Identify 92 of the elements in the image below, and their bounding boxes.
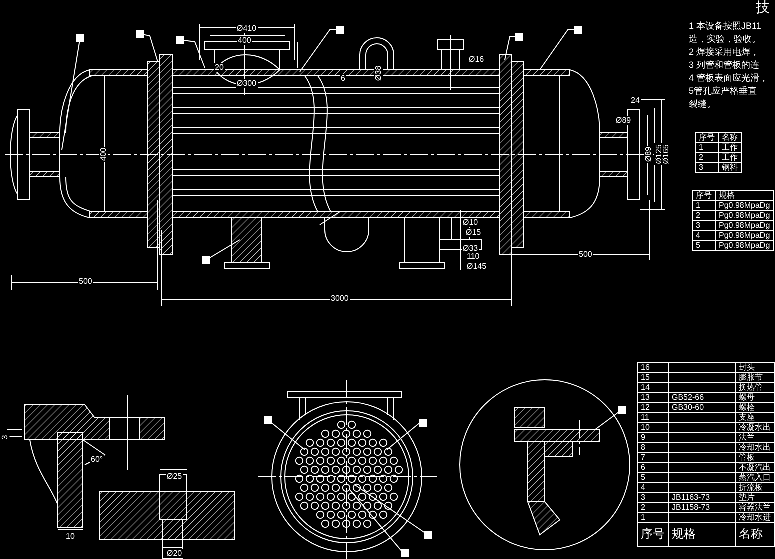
table-cell: 3 — [692, 220, 716, 230]
note-text: 2 焊接采用电焊， — [689, 46, 760, 59]
dimension-text: Ø89 — [615, 116, 632, 125]
dimension-text: 3 — [0, 434, 10, 441]
table-cell: 名称 — [736, 522, 774, 546]
table-cell: 6 — [638, 462, 668, 472]
table-cell: GB52-66 — [668, 392, 736, 402]
note-text: 裂缝。 — [689, 98, 716, 111]
table-cell: 序号 — [638, 522, 668, 546]
table-cell: 冷凝水出 — [736, 422, 774, 432]
table-cell: 12 — [638, 402, 668, 412]
table-cell: 膨胀节 — [736, 372, 774, 382]
table-cell: Pg0.98MpaDg — [716, 240, 774, 250]
dimension-text: 20 — [214, 63, 225, 72]
dimension-text: Ø410 — [236, 24, 258, 33]
dimension-text: Ø16 — [468, 55, 486, 64]
note-text: 5管孔应严格垂直 — [689, 85, 758, 98]
table-cell: 4 — [638, 482, 668, 492]
table-cell: 冷却水出 — [736, 442, 774, 452]
dimension-text: Ø25 — [166, 472, 184, 481]
table-cell: Pg0.98MpaDg — [716, 230, 774, 240]
table-cell: 2 — [696, 152, 718, 162]
dimension-text: Ø20 — [166, 549, 184, 558]
dimension-text: Ø15 — [465, 228, 482, 237]
dimension-text: Ø33 — [462, 244, 480, 253]
dimension-text: Ø165 — [661, 144, 670, 166]
table-cell: 15 — [638, 372, 668, 382]
table-cell: 支座 — [736, 412, 774, 422]
table-cell: 5 — [638, 472, 668, 482]
table-cell: 规格 — [716, 190, 774, 200]
table-cell: 蒸汽入口 — [736, 472, 774, 482]
table-cell: 3 — [638, 492, 668, 502]
dimension-text: 500 — [78, 277, 94, 286]
note-text: 造，实验，验收。 — [689, 33, 761, 46]
table-cell: 换热管 — [736, 382, 774, 392]
table-cell: 序号 — [696, 132, 718, 142]
table-cell: 16 — [638, 362, 668, 372]
table-cell: 5 — [692, 240, 716, 250]
table-cell: 冷却水进 — [736, 512, 774, 522]
dimension-text: Ø145 — [466, 262, 488, 271]
table-cell: 8 — [638, 442, 668, 452]
table-cell: 2 — [692, 210, 716, 220]
table-cell: 垫片 — [736, 492, 774, 502]
table-cell: 1 — [638, 512, 668, 522]
table-cell: 7 — [638, 452, 668, 462]
note-text: 1 本设备按照JB11 — [689, 20, 762, 33]
table-cell: GB30-60 — [668, 402, 736, 412]
table-cell: 折流板 — [736, 482, 774, 492]
table-cell: 管板 — [736, 452, 774, 462]
note-text: 4 管板表面应光滑， — [689, 72, 769, 85]
note-text: 3 列管和管板的连 — [689, 59, 760, 72]
title-text: 技 — [756, 1, 770, 14]
table-cell: 工作 — [718, 152, 742, 162]
table-cell: 1 — [692, 200, 716, 210]
table-cell: 14 — [638, 382, 668, 392]
table-cell: Pg0.98MpaDg — [716, 210, 774, 220]
dimension-text: Ø38 — [374, 64, 384, 82]
table-cell: 规格 — [668, 522, 736, 546]
table-cell: Pg0.98MpaDg — [716, 200, 774, 210]
table-cell: 4 — [692, 230, 716, 240]
dimension-text: 400 — [99, 146, 108, 162]
dimension-text: 6 — [340, 74, 346, 83]
table-cell: 容器法兰 — [736, 502, 774, 512]
angle-text: 60° — [90, 455, 104, 464]
table-cell: 钢料 — [718, 162, 742, 172]
table-cell: 名称 — [718, 132, 742, 142]
table-cell: 11 — [638, 412, 668, 422]
dimension-text: 10 — [65, 532, 76, 541]
table-cell: 1 — [696, 142, 718, 152]
table-cell: 法兰 — [736, 432, 774, 442]
dimension-text: 500 — [578, 250, 594, 259]
table-cell: 13 — [638, 392, 668, 402]
dimension-text: Ø300 — [236, 79, 258, 88]
dimension-text: 110 — [466, 252, 481, 261]
table-cell: JB1163-73 — [668, 492, 736, 502]
dimension-text: Ø89 — [644, 146, 654, 164]
table-cell: Pg0.98MpaDg — [716, 220, 774, 230]
dimension-text: 24 — [630, 96, 641, 105]
dimension-text: Ø10 — [462, 218, 480, 227]
table-cell: 螺栓 — [736, 402, 774, 412]
table-cell: 封头 — [736, 362, 774, 372]
table-cell: 10 — [638, 422, 668, 432]
table-cell: 3 — [696, 162, 718, 172]
table-cell: 2 — [638, 502, 668, 512]
table-cell: 螺母 — [736, 392, 774, 402]
dimension-text: 3000 — [330, 294, 350, 303]
table-cell: 序号 — [692, 190, 716, 200]
table-cell: 不凝汽出 — [736, 462, 774, 472]
dimension-text: 400 — [237, 36, 252, 45]
table-cell: 9 — [638, 432, 668, 442]
table-cell: JB1158-73 — [668, 502, 736, 512]
table-cell: 工作 — [718, 142, 742, 152]
